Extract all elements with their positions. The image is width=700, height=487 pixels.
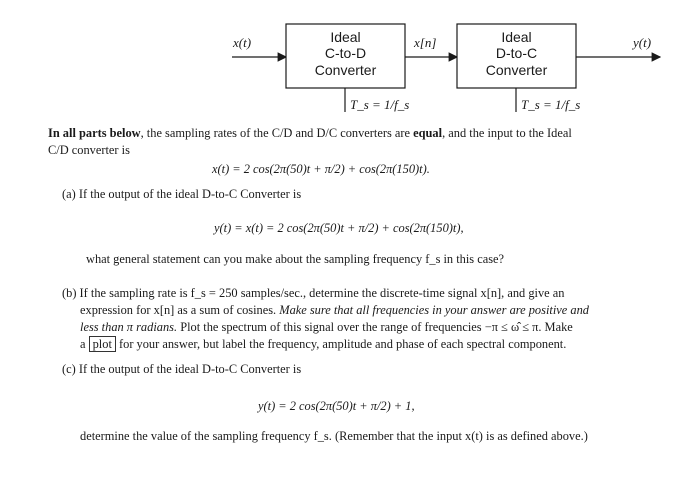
block1-line1: Ideal <box>330 29 360 45</box>
block1-line2: C-to-D <box>325 45 366 61</box>
intro-line1: In all parts below, the sampling rates o… <box>48 125 572 142</box>
part-b-line3: less than π radians. Plot the spectrum o… <box>80 319 573 336</box>
input-signal-label: x(t) <box>232 35 251 50</box>
part-b-line1: (b) If the sampling rate is f_s = 250 sa… <box>62 286 565 300</box>
part-b-line2b: Make sure that all frequencies in your a… <box>279 303 589 317</box>
intro-line1-end: , and the input to the Ideal <box>442 126 572 140</box>
intro-line2: C/D converter is <box>48 143 130 157</box>
block2-line3: Converter <box>486 62 548 78</box>
part-b-line2: expression for x[n] as a sum of cosines.… <box>80 302 589 319</box>
part-b-line2a: expression for x[n] as a sum of cosines. <box>80 303 277 317</box>
sampling-period-1: T_s = 1/f_s <box>350 97 409 112</box>
intro-line1-rest: , the sampling rates of the C/D and D/C … <box>140 126 411 140</box>
part-b-line4a: a <box>80 337 86 351</box>
part-c-line1: (c) If the output of the ideal D-to-C Co… <box>62 362 302 376</box>
block2-line2: D-to-C <box>496 45 537 61</box>
part-a-question: what general statement can you make abou… <box>86 252 505 266</box>
cd-converter-block <box>285 23 406 89</box>
part-c-equation: y(t) = 2 cos(2π(50)t + π/2) + 1, <box>258 399 415 413</box>
sampling-period-2: T_s = 1/f_s <box>521 97 580 112</box>
dc-converter-block <box>456 23 577 89</box>
middle-signal-label: x[n] <box>413 35 436 50</box>
part-b-line4b: for your answer, but label the frequency… <box>119 337 567 351</box>
block2-line1: Ideal <box>501 29 531 45</box>
plot-boxed-word: plot <box>88 336 116 352</box>
part-a-equation: y(t) = x(t) = 2 cos(2π(50)t + π/2) + cos… <box>214 221 464 235</box>
part-b-line4: a plot for your answer, but label the fr… <box>80 336 566 353</box>
intro-bold-equal: equal <box>413 126 443 140</box>
block-diagram: x(t) x[n] y(t) Ideal C-to-D Converter Id… <box>232 23 662 112</box>
intro-bold-lead: In all parts below <box>48 126 141 140</box>
part-c-question: determine the value of the sampling freq… <box>80 429 588 443</box>
part-b-line3b: Plot the spectrum of this signal over th… <box>180 320 573 334</box>
block1-line3: Converter <box>315 62 377 78</box>
part-b-line3a: less than π radians. <box>80 320 178 334</box>
output-signal-label: y(t) <box>631 35 651 50</box>
part-a-line1: (a) If the output of the ideal D-to-C Co… <box>62 187 302 201</box>
intro-equation: x(t) = 2 cos(2π(50)t + π/2) + cos(2π(150… <box>212 162 430 176</box>
